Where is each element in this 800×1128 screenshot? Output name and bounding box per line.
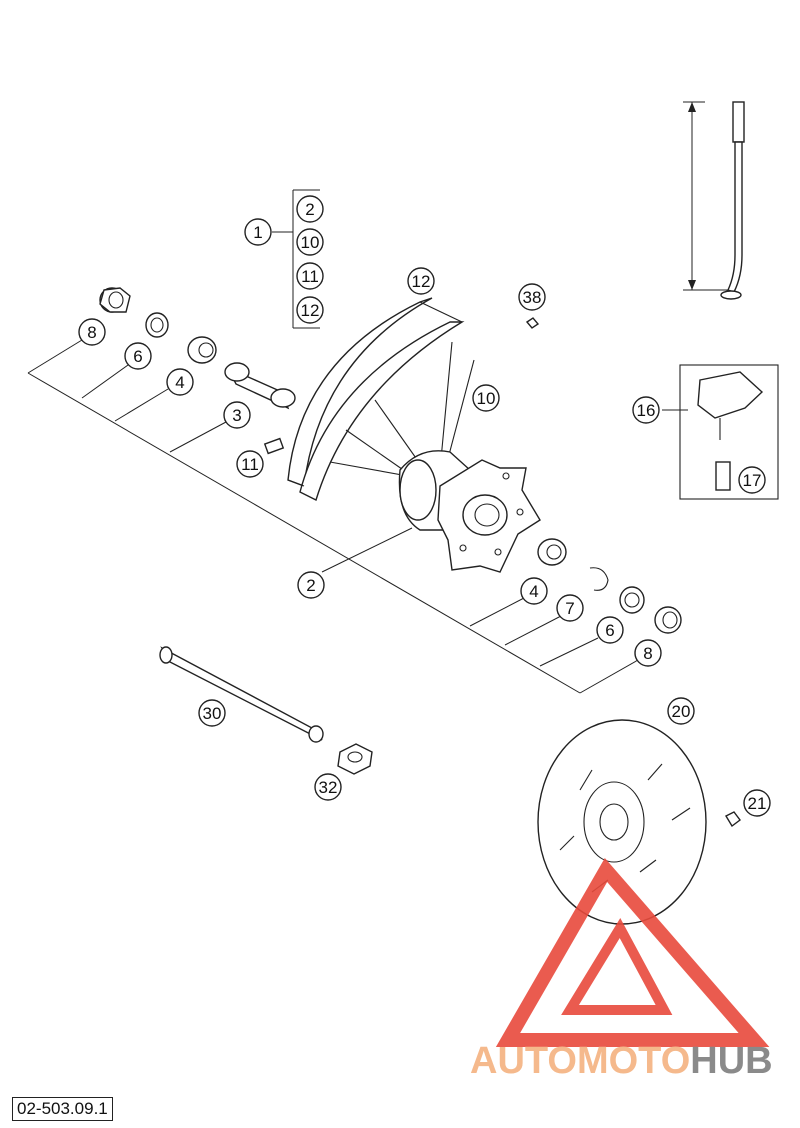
callout-6-left: 6 — [124, 342, 152, 370]
parts-box-16-17 — [662, 364, 779, 500]
left-spacer-8 — [99, 287, 131, 313]
watermark-text-part2: HUB — [690, 1040, 773, 1082]
svg-text:16: 16 — [637, 401, 656, 420]
watermark-text-part1: AUTOMOTO — [470, 1040, 691, 1082]
callout-2-bracket: 2 — [296, 195, 324, 223]
svg-text:10: 10 — [477, 389, 496, 408]
svg-text:4: 4 — [175, 373, 184, 392]
callout-6-right: 6 — [596, 616, 624, 644]
diagram-code: 02-503.09.1 — [12, 1097, 113, 1121]
callout-16: 16 — [632, 396, 660, 424]
distance-sleeve-3 — [224, 362, 296, 410]
svg-text:12: 12 — [412, 272, 431, 291]
axle-reference-lines — [27, 339, 639, 694]
svg-text:10: 10 — [301, 233, 320, 252]
part-38 — [525, 317, 540, 329]
disc-bolt-21 — [725, 811, 741, 828]
callout-38: 38 — [518, 283, 546, 311]
svg-text:12: 12 — [301, 301, 320, 320]
callout-20: 20 — [667, 697, 695, 725]
callout-1: 1 — [244, 218, 272, 246]
callout-10-bracket: 10 — [296, 228, 324, 256]
callout-3: 3 — [223, 401, 251, 429]
axle-nut-32 — [337, 743, 373, 775]
valve-11 — [263, 437, 285, 455]
callout-12-bracket: 12 — [296, 296, 324, 324]
svg-text:32: 32 — [319, 778, 338, 797]
callout-10: 10 — [472, 384, 500, 412]
svg-text:20: 20 — [672, 702, 691, 721]
svg-text:30: 30 — [203, 704, 222, 723]
callout-11-bracket: 11 — [296, 262, 324, 290]
assembly-bracket — [272, 189, 320, 329]
left-bearing-4 — [187, 336, 217, 364]
svg-text:8: 8 — [643, 644, 652, 663]
callout-7: 7 — [556, 594, 584, 622]
svg-text:38: 38 — [523, 288, 542, 307]
wheel-hub-2 — [398, 450, 541, 573]
svg-text:3: 3 — [232, 406, 241, 425]
right-bearing-4 — [537, 538, 567, 566]
svg-text:21: 21 — [748, 794, 767, 813]
watermark-text: AUTOMOTOHUB — [470, 1040, 800, 1083]
svg-text:6: 6 — [605, 621, 614, 640]
callout-32: 32 — [314, 773, 342, 801]
wheel-axle-30 — [159, 646, 324, 743]
svg-text:8: 8 — [87, 323, 96, 342]
svg-text:7: 7 — [565, 599, 574, 618]
callout-12: 12 — [407, 267, 435, 295]
svg-text:2: 2 — [306, 576, 315, 595]
svg-text:6: 6 — [133, 347, 142, 366]
spoke-illustration — [683, 101, 745, 300]
svg-text:2: 2 — [305, 200, 314, 219]
brake-disc-20 — [537, 719, 707, 925]
svg-text:4: 4 — [529, 582, 538, 601]
circlip-7 — [589, 567, 609, 591]
callout-30: 30 — [198, 699, 226, 727]
svg-text:17: 17 — [743, 471, 762, 490]
callout-8-left: 8 — [78, 318, 106, 346]
callout-21: 21 — [743, 789, 771, 817]
callout-4-right: 4 — [520, 577, 548, 605]
right-seal-6 — [619, 586, 645, 614]
callout-17: 17 — [738, 466, 766, 494]
svg-text:1: 1 — [253, 223, 262, 242]
callout-4-left: 4 — [166, 368, 194, 396]
callout-11: 11 — [236, 450, 264, 478]
callout-8-right: 8 — [634, 639, 662, 667]
left-seal-6 — [145, 312, 169, 338]
callout-2: 2 — [297, 571, 325, 599]
svg-text:11: 11 — [241, 455, 259, 474]
svg-text:11: 11 — [301, 267, 319, 286]
wheel-rim-12 — [287, 297, 465, 501]
right-spacer-8 — [654, 606, 682, 634]
watermark-logo-icon — [495, 858, 770, 1047]
